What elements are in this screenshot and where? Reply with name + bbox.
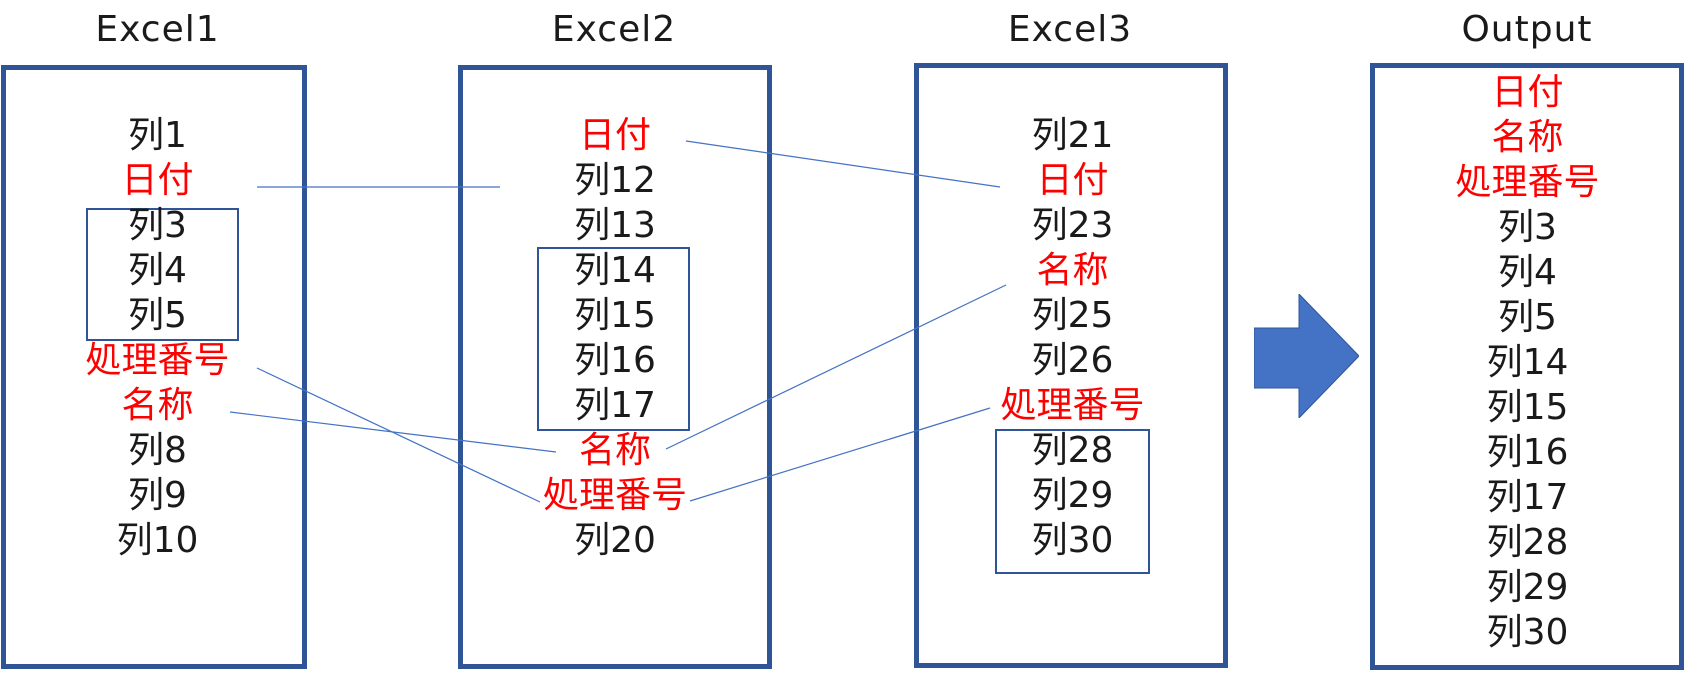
excel2-column-item: 列13	[574, 205, 656, 246]
output-column-key-item: 処理番号	[1455, 162, 1600, 203]
output-column-item: 列16	[1486, 432, 1569, 473]
excel3-column-key-item: 名称	[1036, 250, 1109, 291]
excel3-column-key-item: 処理番号	[1000, 385, 1145, 426]
output-column-item: 列29	[1486, 567, 1569, 608]
output-column-item: 列3	[1498, 207, 1557, 248]
excel2-title: Excel2	[551, 9, 677, 50]
excel1-panel	[1, 65, 307, 669]
excel3-title: Excel3	[1007, 9, 1133, 50]
excel1-column-item: 列8	[128, 430, 187, 471]
excel3-group-box	[995, 429, 1150, 574]
excel3-column-item: 列23	[1031, 205, 1114, 246]
excel3-column-item: 列29	[1031, 475, 1114, 516]
excel2-column-key-item: 名称	[578, 430, 651, 471]
excel2-column-item: 列16	[574, 340, 656, 381]
excel3-column-item: 列25	[1031, 295, 1114, 336]
excel2-column-item: 列17	[574, 385, 656, 426]
excel2-column-key-item: 日付	[578, 115, 651, 156]
excel3-column-item: 列21	[1031, 115, 1114, 156]
excel2-column-key-item: 処理番号	[542, 475, 687, 516]
excel1-column-item: 列4	[128, 250, 187, 291]
excel2-column-item: 列15	[574, 295, 656, 336]
excel3-column-key-item: 日付	[1036, 160, 1109, 201]
excel1-column-item: 列9	[128, 475, 187, 516]
excel1-column-item: 列1	[128, 115, 187, 156]
excel1-title: Excel1	[95, 9, 220, 50]
output-column-key-item: 日付	[1491, 72, 1564, 113]
output-panel	[1370, 63, 1684, 670]
excel1-column-item: 列5	[128, 295, 187, 336]
excel1-group-box	[86, 208, 239, 341]
excel3-column-item: 列28	[1031, 430, 1114, 471]
excel2-column-item: 列14	[574, 250, 656, 291]
right-arrow-shape	[1254, 294, 1359, 418]
output-column-key-item: 名称	[1491, 117, 1564, 158]
output-column-item: 列4	[1498, 252, 1557, 293]
excel1-column-key-item: 処理番号	[85, 340, 230, 381]
excel2-column-item: 列20	[574, 520, 656, 561]
output-column-item: 列14	[1486, 342, 1569, 383]
output-column-item: 列17	[1486, 477, 1569, 518]
excel1-column-item: 列3	[128, 205, 187, 246]
right-arrow-icon	[1254, 294, 1359, 418]
excel2-column-item: 列12	[574, 160, 656, 201]
excel3-column-item: 列26	[1031, 340, 1114, 381]
output-title: Output	[1461, 9, 1593, 50]
excel3-column-item: 列30	[1031, 520, 1114, 561]
excel1-column-item: 列10	[116, 520, 199, 561]
output-column-item: 列5	[1498, 297, 1557, 338]
excel1-column-key-item: 名称	[121, 385, 194, 426]
output-column-item: 列30	[1486, 612, 1569, 653]
output-column-item: 列28	[1486, 522, 1569, 563]
excel1-column-key-item: 日付	[121, 160, 194, 201]
output-column-item: 列15	[1486, 387, 1569, 428]
